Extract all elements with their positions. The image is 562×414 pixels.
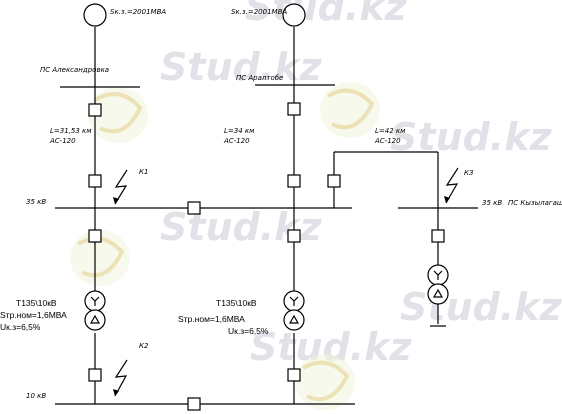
watermark-logo-2 bbox=[320, 82, 380, 138]
fault-arrow-k2-icon bbox=[113, 359, 128, 397]
transformer-left-uk: Uк.з=6,5% bbox=[0, 322, 41, 332]
bus-section-breaker-10kv bbox=[187, 397, 201, 411]
line-left-length: L=31,53 км bbox=[50, 127, 92, 135]
watermark-text-5: Stud.kz bbox=[400, 285, 562, 329]
line-left-wire: АС-120 bbox=[49, 137, 76, 145]
fault-arrow-k3-icon bbox=[444, 167, 459, 204]
breaker-left-1 bbox=[88, 103, 102, 117]
source-left-label: Sк.з.=2001МВА bbox=[110, 8, 166, 16]
transformer-middle-icon bbox=[283, 290, 305, 331]
watermark-logo-4 bbox=[295, 354, 355, 410]
line-middle-wire: АС-120 bbox=[223, 137, 250, 145]
fault-arrow-k1-icon bbox=[113, 169, 128, 205]
line-right-wire: АС-120 bbox=[374, 137, 401, 145]
transformer-left-icon bbox=[84, 290, 106, 331]
fault-label-k3: К3 bbox=[464, 169, 473, 177]
breaker-middle-4 bbox=[287, 368, 301, 382]
bus-section-breaker-35kv bbox=[187, 201, 201, 215]
breaker-branch-1 bbox=[327, 174, 341, 188]
watermark-logo-1 bbox=[88, 87, 148, 143]
transformer-right-icon bbox=[427, 264, 449, 305]
breaker-left-2 bbox=[88, 174, 102, 188]
substation-left-label: ПС Александровка bbox=[40, 66, 109, 74]
breaker-middle-3 bbox=[287, 229, 301, 243]
fault-label-k1: К1 bbox=[139, 168, 148, 176]
fault-label-k2: К2 bbox=[139, 342, 149, 350]
watermark-group: Stud.kz Stud.kz Stud.kz Stud.kz Stud.kz … bbox=[70, 0, 562, 410]
substation-middle-label: ПС Аралтобе bbox=[236, 74, 283, 82]
transformer-left-rating: Sтр.ном=1,6МВА bbox=[0, 310, 67, 320]
source-left-icon bbox=[83, 3, 107, 27]
breaker-middle-1 bbox=[287, 102, 301, 116]
breaker-left-3 bbox=[88, 229, 102, 243]
watermark-text-1: Stud.kz bbox=[160, 45, 322, 89]
bus-10kv-label: 10 кВ bbox=[26, 392, 46, 400]
source-middle-label: Sк.з.=2001МВА bbox=[231, 8, 287, 16]
transformer-middle-type: Т135\10кВ bbox=[216, 298, 257, 308]
transformer-middle-rating: Sтр.ном=1,6МВА bbox=[178, 314, 245, 324]
bus-35kv-left-label: 35 кВ bbox=[26, 198, 46, 206]
transformer-left-type: Т135\10кВ bbox=[16, 298, 57, 308]
transformer-middle-uk: Uк.з=6,5% bbox=[228, 326, 269, 336]
substation-right-label: ПС Кызылагаш bbox=[508, 199, 562, 207]
source-middle-icon bbox=[282, 3, 306, 27]
watermark-text-2: Stud.kz bbox=[245, 0, 407, 29]
line-right-length: L=42 км bbox=[375, 127, 406, 135]
breaker-middle-2 bbox=[287, 174, 301, 188]
breaker-right-1 bbox=[431, 229, 445, 243]
bus-35kv-right-label: 35 кВ bbox=[482, 199, 502, 207]
breaker-left-4 bbox=[88, 368, 102, 382]
line-middle-length: L=34 км bbox=[224, 127, 255, 135]
